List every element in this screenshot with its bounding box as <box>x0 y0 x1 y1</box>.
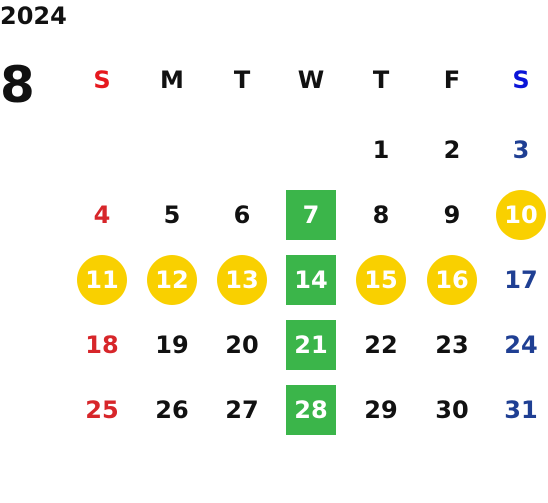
weekday-header-1: M <box>160 66 184 94</box>
day-cell-9[interactable]: 9 <box>443 201 461 229</box>
year-label: 2024 <box>0 2 67 30</box>
day-cell-30[interactable]: 30 <box>435 396 469 424</box>
day-cell-19[interactable]: 19 <box>155 331 189 359</box>
day-cell-10[interactable]: 10 <box>496 190 546 240</box>
day-cell-2[interactable]: 2 <box>443 136 461 164</box>
day-cell-26[interactable]: 26 <box>155 396 189 424</box>
day-cell-7[interactable]: 7 <box>286 190 336 240</box>
day-cell-5[interactable]: 5 <box>163 201 181 229</box>
day-cell-22[interactable]: 22 <box>364 331 398 359</box>
weekday-header-5: F <box>443 66 461 94</box>
day-cell-1[interactable]: 1 <box>372 136 390 164</box>
day-cell-23[interactable]: 23 <box>435 331 469 359</box>
day-cell-31[interactable]: 31 <box>504 396 538 424</box>
day-cell-21[interactable]: 21 <box>286 320 336 370</box>
day-cell-4[interactable]: 4 <box>93 201 111 229</box>
day-cell-13[interactable]: 13 <box>217 255 267 305</box>
day-cell-24[interactable]: 24 <box>504 331 538 359</box>
day-cell-25[interactable]: 25 <box>85 396 119 424</box>
day-cell-16[interactable]: 16 <box>427 255 477 305</box>
day-cell-14[interactable]: 14 <box>286 255 336 305</box>
day-cell-27[interactable]: 27 <box>225 396 259 424</box>
day-cell-18[interactable]: 18 <box>85 331 119 359</box>
day-cell-15[interactable]: 15 <box>356 255 406 305</box>
day-cell-6[interactable]: 6 <box>233 201 251 229</box>
month-number: 8 <box>0 56 35 114</box>
day-cell-17[interactable]: 17 <box>504 266 538 294</box>
day-cell-28[interactable]: 28 <box>286 385 336 435</box>
weekday-header-4: T <box>372 66 390 94</box>
weekday-header-2: T <box>233 66 251 94</box>
day-cell-11[interactable]: 11 <box>77 255 127 305</box>
weekday-header-6: S <box>512 66 530 94</box>
weekday-header-0: S <box>93 66 111 94</box>
day-cell-3[interactable]: 3 <box>512 136 530 164</box>
day-cell-20[interactable]: 20 <box>225 331 259 359</box>
weekday-header-3: W <box>297 66 325 94</box>
day-cell-29[interactable]: 29 <box>364 396 398 424</box>
day-cell-8[interactable]: 8 <box>372 201 390 229</box>
day-cell-12[interactable]: 12 <box>147 255 197 305</box>
